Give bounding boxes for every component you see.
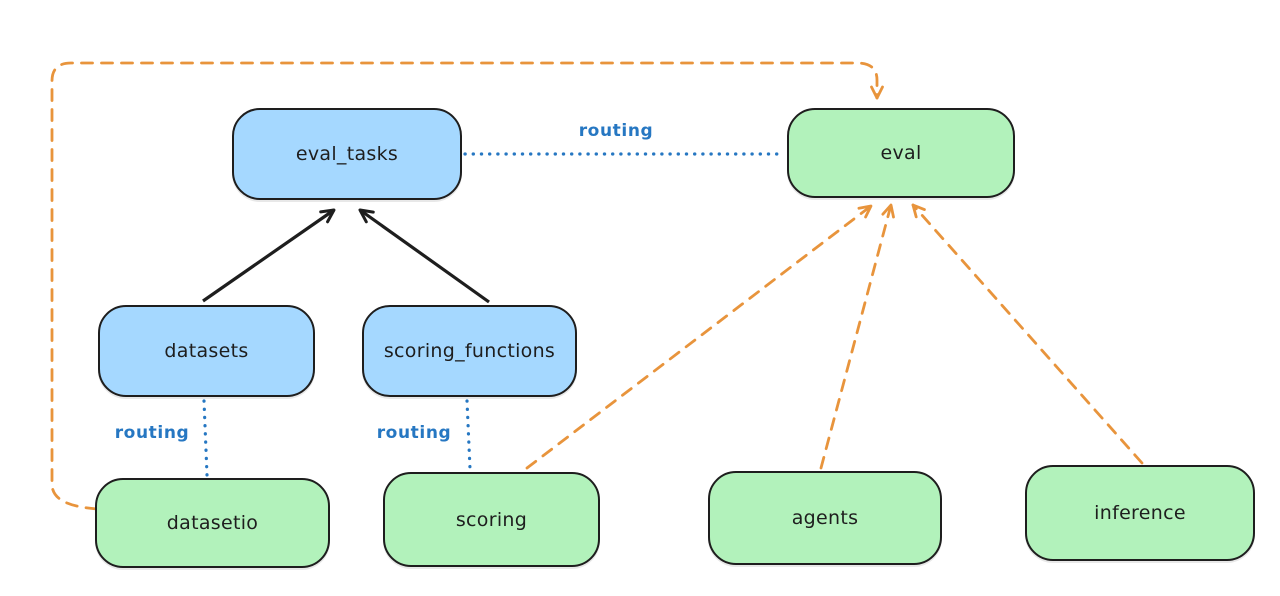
edge-scoring-to-eval xyxy=(525,204,873,470)
node-scoring-functions-label: scoring_functions xyxy=(383,340,556,362)
routing-label-eval-tasks-eval: routing xyxy=(578,121,654,141)
node-datasetio: datasetio xyxy=(95,478,330,568)
routing-label-datasets-datasetio: routing xyxy=(114,423,190,443)
node-inference-label: inference xyxy=(1094,502,1186,524)
node-scoring-functions: scoring_functions xyxy=(362,305,577,397)
routing-label-scoring-functions-scoring: routing xyxy=(376,423,452,443)
node-eval: eval xyxy=(787,108,1015,198)
node-scoring-label: scoring xyxy=(455,508,528,531)
node-datasets: datasets xyxy=(98,305,315,397)
edge-inference-to-eval xyxy=(911,203,1144,465)
node-agents: agents xyxy=(708,471,942,565)
node-scoring: scoring xyxy=(383,472,600,567)
node-inference: inference xyxy=(1025,465,1255,561)
edge-scoring-functions-to-scoring-routing xyxy=(465,399,472,471)
edge-datasets-to-datasetio-routing xyxy=(202,399,209,477)
node-agents-label: agents xyxy=(791,507,859,529)
node-eval-tasks-label: eval_tasks xyxy=(295,143,399,165)
edge-agents-to-eval xyxy=(819,203,895,470)
node-datasets-label: datasets xyxy=(164,340,249,362)
node-eval-label: eval xyxy=(880,142,922,164)
node-eval-tasks: eval_tasks xyxy=(232,108,462,200)
edge-datasets-to-eval-tasks xyxy=(202,208,336,303)
edge-scoring-functions-to-eval-tasks xyxy=(358,208,490,304)
node-datasetio-label: datasetio xyxy=(166,512,259,534)
